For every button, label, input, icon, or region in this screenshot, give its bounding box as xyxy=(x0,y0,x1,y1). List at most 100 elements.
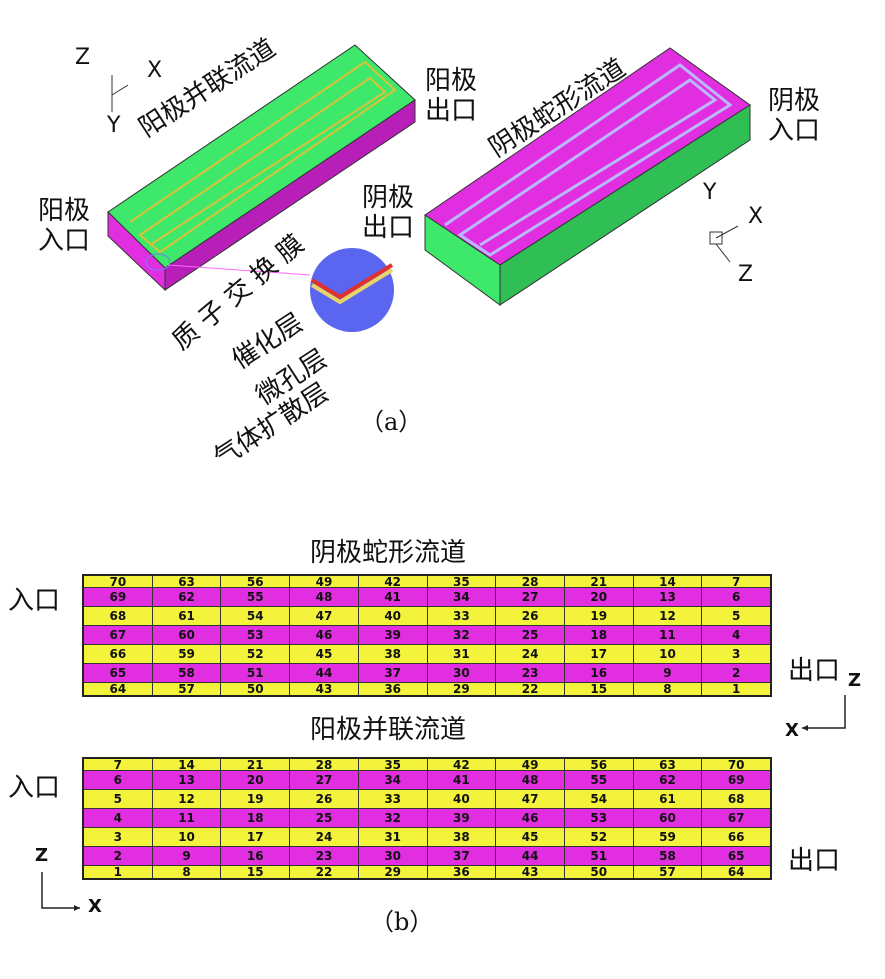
grid-cell: 1 xyxy=(84,866,153,878)
caption-b: （b） xyxy=(370,908,434,936)
grid-cell: 4 xyxy=(732,628,741,642)
grid-cell: 55 xyxy=(221,588,291,606)
grid-cell: 61 xyxy=(634,790,703,808)
grid-cell: 18 xyxy=(565,626,634,644)
grid-cell: 10 xyxy=(634,645,703,663)
grid-cell: 12 xyxy=(153,790,222,808)
grid-cell: 7 xyxy=(84,759,153,770)
grid-cell: 29 xyxy=(428,683,497,695)
grid-cell: 66 xyxy=(84,645,153,663)
grid-cell: 3 xyxy=(732,647,741,661)
grid-cell: 31 xyxy=(359,828,428,846)
axes-left-icon xyxy=(111,75,129,112)
grid-cell: 68 xyxy=(84,607,153,625)
grid-cell: 11 xyxy=(634,626,703,644)
grid-cell: 70 xyxy=(84,576,153,587)
grid-cell: 45 xyxy=(290,645,359,663)
grid-cell: 20 xyxy=(221,771,291,789)
anode-axis-x: X xyxy=(88,896,102,917)
grid-cell: 51 xyxy=(565,847,634,865)
grid-cell: 15 xyxy=(565,683,634,695)
grid-cell: 6 xyxy=(84,771,153,789)
grid-cell: 21 xyxy=(565,576,634,587)
grid-cell: 26 xyxy=(496,607,565,625)
grid-cell: 28 xyxy=(496,576,565,587)
grid-cell: 17 xyxy=(221,828,291,846)
grid-cell: 16 xyxy=(565,664,634,682)
grid-cell: 43 xyxy=(290,683,359,695)
grid-cell: 23 xyxy=(290,847,359,865)
grid-cell: 20 xyxy=(565,588,634,606)
grid-cell: 48 xyxy=(290,588,359,606)
grid-cell: 26 xyxy=(290,790,359,808)
grid-cell: 16 xyxy=(221,847,291,865)
axis-y-label-right: Y xyxy=(703,180,717,205)
axis-x-label-right: X xyxy=(748,204,764,229)
grid-cell: 6 xyxy=(732,590,741,604)
grid-cell: 25 xyxy=(290,809,359,827)
grid-cell: 29 xyxy=(359,866,428,878)
axis-y-label: Y xyxy=(107,113,121,138)
cathode-outlet-line1: 阴极 xyxy=(362,183,415,213)
grid-cell: 41 xyxy=(428,771,497,789)
grid-cell: 33 xyxy=(359,790,428,808)
grid-cell: 30 xyxy=(428,664,497,682)
cathode-axis-x: X xyxy=(785,720,799,741)
cathode-grid-title: 阴极蛇形流道 xyxy=(310,538,467,568)
grid-cell: 70 xyxy=(727,759,745,770)
grid-cell: 17 xyxy=(565,645,634,663)
grid-cell: 25 xyxy=(496,626,565,644)
grid-cell: 60 xyxy=(634,809,703,827)
grid-cell: 1 xyxy=(732,683,741,695)
grid-cell: 21 xyxy=(221,759,291,770)
grid-cell: 8 xyxy=(153,866,222,878)
grid-cell: 42 xyxy=(428,759,497,770)
grid-cell: 28 xyxy=(290,759,359,770)
grid-cell: 69 xyxy=(84,588,153,606)
grid-cell: 19 xyxy=(565,607,634,625)
axis-z-label-right: Z xyxy=(738,262,754,287)
grid-cell: 65 xyxy=(84,664,153,682)
grid-cell: 2 xyxy=(84,847,153,865)
grid-cell: 13 xyxy=(634,588,703,606)
grid-cell: 40 xyxy=(359,607,428,625)
anode-axis-z: Z xyxy=(35,845,49,866)
grid-cell: 58 xyxy=(153,664,222,682)
magnified-layers xyxy=(310,248,394,332)
anode-inlet-line2: 入口 xyxy=(38,226,91,256)
grid-cell: 4 xyxy=(84,809,153,827)
grid-cell: 62 xyxy=(153,588,222,606)
grid-cell: 51 xyxy=(221,664,291,682)
grid-cell: 63 xyxy=(634,759,703,770)
grid-cell: 19 xyxy=(221,790,291,808)
grid-cell: 61 xyxy=(153,607,222,625)
grid-cell: 39 xyxy=(428,809,497,827)
grid-cell: 39 xyxy=(359,626,428,644)
grid-cell: 3 xyxy=(84,828,153,846)
grid-cell: 59 xyxy=(634,828,703,846)
grid-cell: 24 xyxy=(290,828,359,846)
grid-cell: 45 xyxy=(496,828,565,846)
grid-cell: 57 xyxy=(634,866,703,878)
axes-right-icon xyxy=(709,225,739,263)
grid-cell: 69 xyxy=(727,773,745,787)
grid-cell: 46 xyxy=(290,626,359,644)
grid-cell: 32 xyxy=(428,626,497,644)
grid-cell: 12 xyxy=(634,607,703,625)
grid-cell: 36 xyxy=(428,866,497,878)
cathode-inlet-line1: 阴极 xyxy=(768,86,821,116)
grid-cell: 11 xyxy=(153,809,222,827)
axis-z-label: Z xyxy=(75,45,91,70)
grid-cell: 30 xyxy=(359,847,428,865)
grid-cell: 38 xyxy=(428,828,497,846)
